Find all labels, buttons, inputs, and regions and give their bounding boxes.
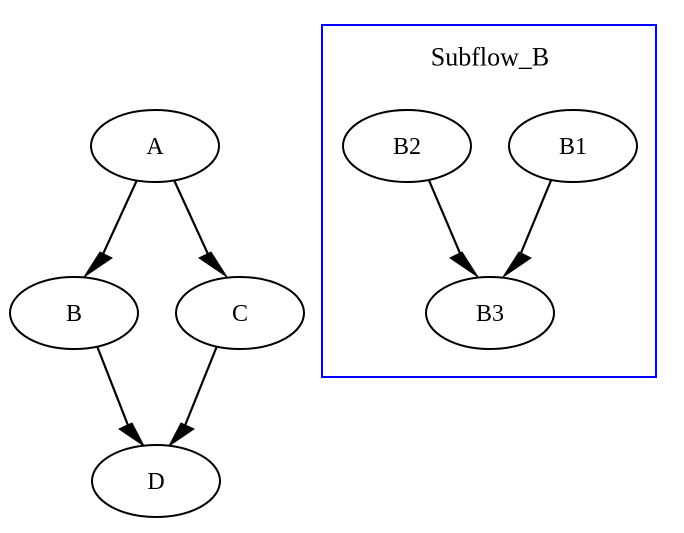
arrowhead-icon xyxy=(502,251,532,278)
edge-A-to-B[interactable] xyxy=(83,179,138,278)
arrowhead-icon xyxy=(117,422,145,447)
edge-B2-to-B3[interactable] xyxy=(426,177,479,278)
arrowhead-icon xyxy=(198,251,228,278)
edge-line xyxy=(514,177,554,266)
node-B1[interactable]: B1 xyxy=(508,109,638,183)
arrowhead-icon xyxy=(168,422,196,447)
arrowhead-icon xyxy=(449,251,479,278)
edge-line xyxy=(180,345,219,434)
edge-line xyxy=(95,345,133,434)
arrowhead-icon xyxy=(83,251,113,278)
node-shape xyxy=(9,276,139,350)
edge-line xyxy=(97,179,138,266)
node-A[interactable]: A xyxy=(90,109,220,183)
node-B2[interactable]: B2 xyxy=(342,109,472,183)
edge-A-to-C[interactable] xyxy=(173,179,228,278)
node-shape xyxy=(91,444,221,518)
edge-C-to-D[interactable] xyxy=(168,345,219,447)
edge-B-to-D[interactable] xyxy=(95,345,145,447)
node-C[interactable]: C xyxy=(175,276,305,350)
node-shape xyxy=(90,109,220,183)
node-B[interactable]: B xyxy=(9,276,139,350)
edge-line xyxy=(426,177,467,266)
cluster-label: Subflow_B xyxy=(431,43,549,72)
node-shape xyxy=(425,276,555,350)
node-shape xyxy=(342,109,472,183)
node-shape xyxy=(508,109,638,183)
node-B3[interactable]: B3 xyxy=(425,276,555,350)
node-shape xyxy=(175,276,305,350)
edge-B1-to-B3[interactable] xyxy=(502,177,554,278)
edges-layer xyxy=(83,177,554,447)
edge-line xyxy=(173,179,214,266)
node-D[interactable]: D xyxy=(91,444,221,518)
